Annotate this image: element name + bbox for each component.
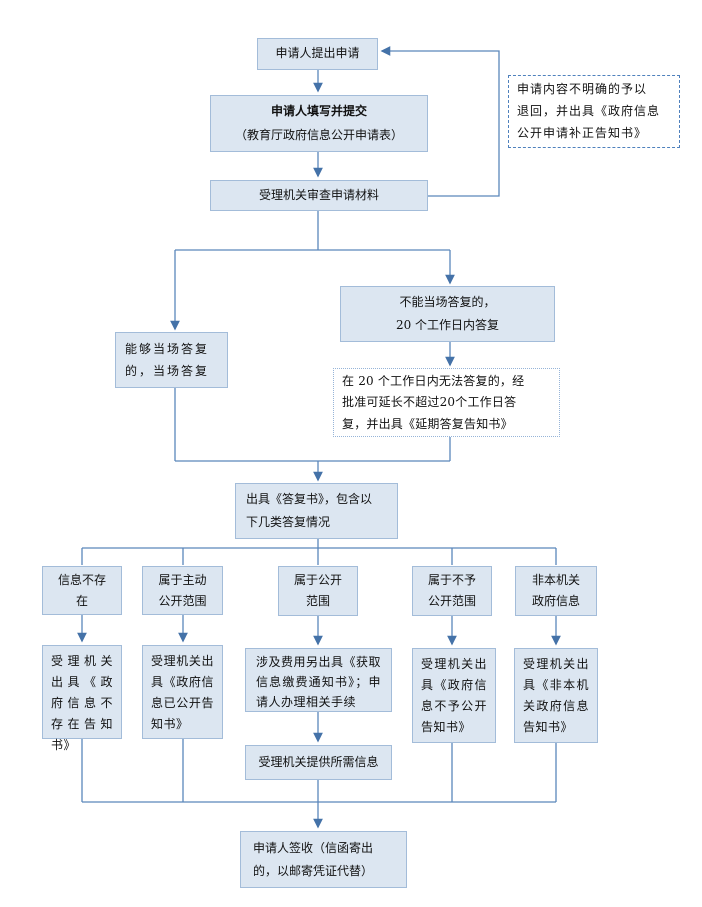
- case-info-not-exist: 信息不存 在: [42, 566, 122, 615]
- result-refuse-disclosure: 受理机关出具《政府信息不予公开告知书》: [412, 648, 496, 743]
- case-disclosure-scope: 属于公开 范围: [278, 566, 358, 616]
- case-proactive-disclosure: 属于主动 公开范围: [142, 566, 223, 615]
- result-fee-notice: 涉及费用另出具《获取信息缴费通知书》；申请人办理相关手续: [245, 648, 392, 712]
- node-fill-submit: 申请人填写并提交 （教育厅政府信息公开申请表）: [210, 95, 428, 152]
- node-not-onspot-reply: 不能当场答复的， 20 个工作日内答复: [340, 286, 555, 342]
- node-provide-info: 受理机关提供所需信息: [245, 745, 392, 780]
- result-already-public: 受理机关出具《政府信息已公开告知书》: [142, 645, 223, 739]
- node-fill-submit-title: 申请人填写并提交: [270, 104, 367, 119]
- result-not-this-agency: 受理机关出具《非本机关政府信息告知书》: [514, 648, 598, 743]
- node-final-sign: 申请人签收（信函寄出 的，以邮寄凭证代替）: [240, 831, 407, 888]
- node-fill-submit-sub: （教育厅政府信息公开申请表）: [234, 127, 403, 142]
- node-start: 申请人提出申请: [257, 38, 378, 70]
- node-review: 受理机关审查申请材料: [210, 180, 428, 211]
- case-not-this-agency: 非本机关 政府信息: [515, 566, 597, 616]
- note-extension: 在 20 个工作日内无法答复的，经 批准可延长不超过20个工作日答 复，并出具《…: [333, 368, 560, 437]
- node-reply-letter: 出具《答复书》，包含以 下几类答复情况: [235, 483, 398, 539]
- result-info-not-exist: 受理机关出具《政府信息不存在告知书》: [42, 645, 122, 752]
- note-supplement: 申请内容不明确的予以 退回，并出具《政府信息 公开申请补正告知书》: [508, 75, 680, 148]
- node-onspot-reply: 能够当场答复 的，当场答复: [115, 332, 228, 388]
- case-non-disclosure: 属于不予 公开范围: [412, 566, 492, 616]
